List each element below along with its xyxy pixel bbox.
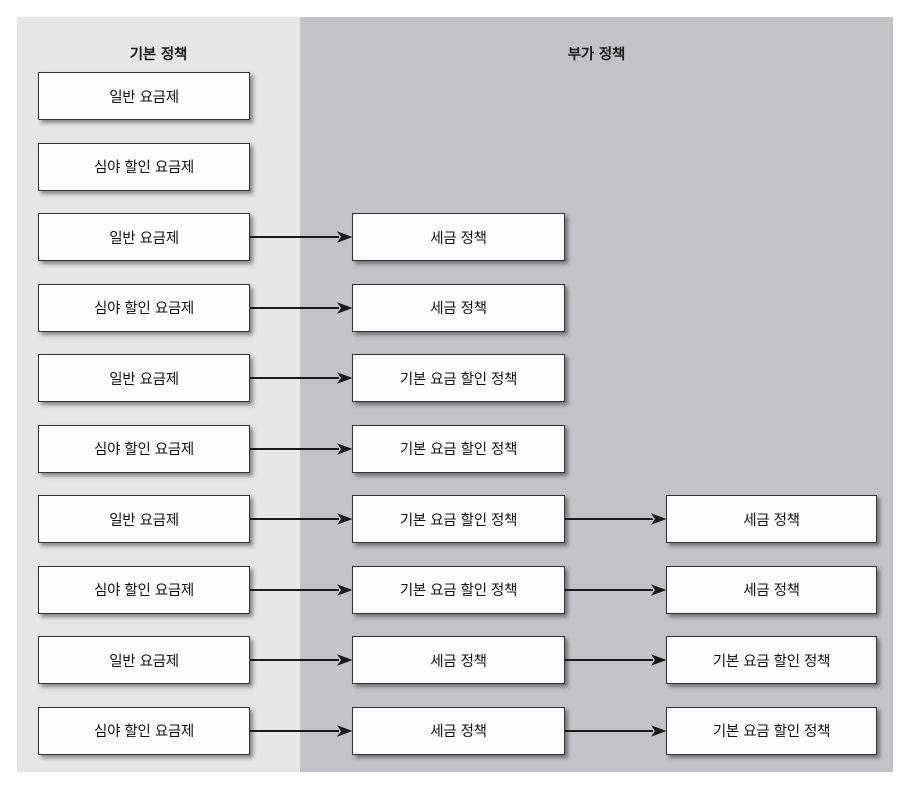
policy-node[interactable]: 세금 정책: [666, 565, 877, 614]
policy-node[interactable]: 심야 할인 요금제: [38, 565, 250, 614]
policy-node-label: 심야 할인 요금제: [94, 160, 194, 176]
policy-node-label: 세금 정책: [430, 230, 487, 247]
policy-node[interactable]: 세금 정책: [352, 283, 565, 332]
policy-node[interactable]: 세금 정책: [352, 636, 565, 684]
policy-node[interactable]: 심야 할인 요금제: [38, 142, 250, 191]
policy-node[interactable]: 일반 요금제: [38, 213, 250, 261]
policy-node-label: 기본 요금 할인 정책: [712, 653, 831, 670]
policy-node[interactable]: 일반 요금제: [38, 354, 250, 402]
policy-node[interactable]: 기본 요금 할인 정책: [352, 354, 565, 402]
policy-node-label: 심야 할인 요금제: [94, 583, 194, 599]
policy-node[interactable]: 심야 할인 요금제: [38, 706, 250, 755]
policy-node[interactable]: 일반 요금제: [38, 636, 250, 684]
policy-node[interactable]: 일반 요금제: [38, 72, 250, 120]
policy-node[interactable]: 기본 요금 할인 정책: [666, 706, 877, 755]
policy-node-label: 일반 요금제: [109, 371, 179, 388]
policy-node[interactable]: 기본 요금 할인 정책: [352, 424, 565, 473]
policy-node-label: 세금 정책: [430, 724, 487, 740]
policy-node-label: 심야 할인 요금제: [94, 301, 194, 317]
policy-node-label: 기본 요금 할인 정책: [399, 371, 518, 388]
policy-node[interactable]: 심야 할인 요금제: [38, 283, 250, 332]
policy-node-label: 세금 정책: [430, 653, 487, 670]
policy-node-label: 일반 요금제: [109, 512, 179, 529]
policy-node-label: 기본 요금 할인 정책: [399, 512, 518, 529]
policy-node[interactable]: 세금 정책: [352, 706, 565, 755]
policy-node[interactable]: 일반 요금제: [38, 495, 250, 543]
panel-basic-policy-title: 기본 정책: [129, 47, 188, 63]
policy-node-label: 세금 정책: [743, 512, 800, 529]
policy-node[interactable]: 기본 요금 할인 정책: [666, 636, 877, 684]
policy-node[interactable]: 기본 요금 할인 정책: [352, 565, 565, 614]
policy-node[interactable]: 세금 정책: [352, 213, 565, 261]
policy-node-label: 일반 요금제: [109, 653, 179, 670]
policy-node-label: 기본 요금 할인 정책: [712, 724, 831, 740]
policy-node-label: 기본 요금 할인 정책: [399, 442, 518, 458]
policy-node-label: 세금 정책: [743, 583, 800, 599]
policy-node-label: 일반 요금제: [109, 230, 179, 247]
policy-node[interactable]: 심야 할인 요금제: [38, 424, 250, 473]
policy-node-label: 세금 정책: [430, 301, 487, 317]
policy-node[interactable]: 세금 정책: [666, 495, 877, 543]
policy-node-label: 심야 할인 요금제: [94, 442, 194, 458]
policy-node[interactable]: 기본 요금 할인 정책: [352, 495, 565, 543]
policy-node-label: 기본 요금 할인 정책: [399, 583, 518, 599]
policy-node-label: 일반 요금제: [109, 89, 179, 106]
policy-node-label: 심야 할인 요금제: [94, 724, 194, 740]
panel-additional-policy-title: 부가 정책: [567, 47, 626, 63]
